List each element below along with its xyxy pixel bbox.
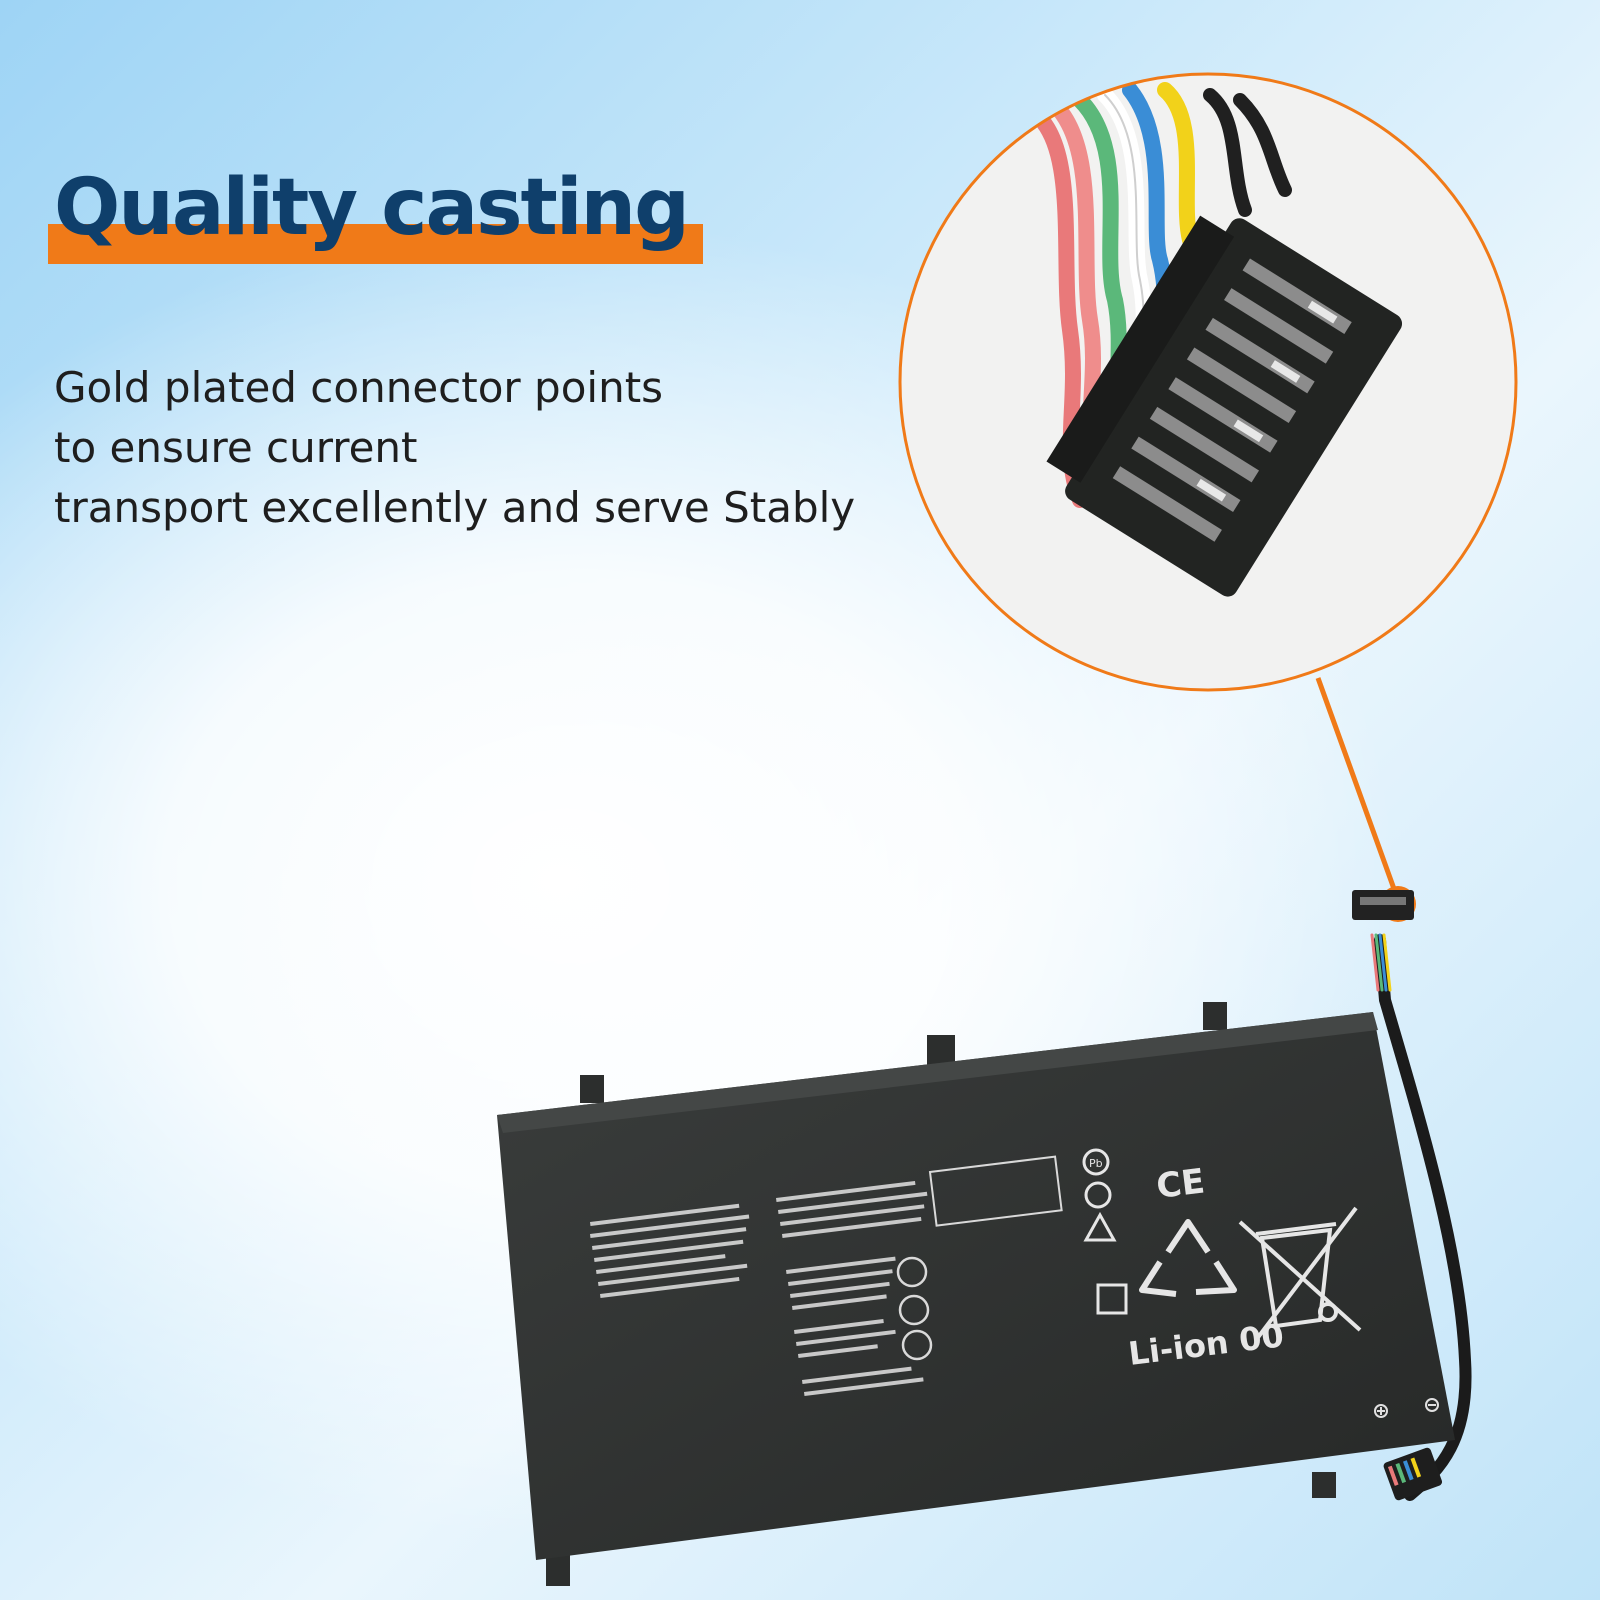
ce-mark: CE <box>1154 1161 1207 1207</box>
headline-underline-bar <box>48 224 703 264</box>
zoom-circle-border <box>898 72 1518 692</box>
wire-white-edge <box>1104 94 1151 401</box>
wire-black-2 <box>1233 93 1292 197</box>
battery-body <box>497 1012 1455 1560</box>
s-mark-icon <box>1084 1181 1112 1209</box>
cable-exit <box>1383 1447 1443 1501</box>
wire-red-2 <box>1047 97 1108 478</box>
crossed-bin-icon <box>1238 1206 1362 1342</box>
li-ion-marking: Li-ion 00 <box>1126 1316 1286 1373</box>
feature-description: Gold plated connector points to ensure c… <box>54 358 855 538</box>
grid-mark-icon <box>1096 1283 1128 1315</box>
wire-green <box>1072 92 1133 448</box>
prohibition-icons <box>896 1256 933 1361</box>
battery-fine-print <box>590 1180 928 1396</box>
connector-housing <box>1065 218 1403 597</box>
terminal-markers <box>1374 1398 1439 1418</box>
wire-blue <box>1122 82 1178 368</box>
battery-cable <box>1370 933 1472 1501</box>
headline-title: Quality casting <box>54 163 690 253</box>
description-line-2: to ensure current <box>54 423 418 472</box>
wire-red-1 <box>1022 102 1088 508</box>
callout-line <box>1315 677 1401 901</box>
wire-white <box>1097 87 1158 408</box>
description-line-3: transport excellently and serve Stably <box>54 483 856 532</box>
pb-free-icon <box>1082 1148 1110 1176</box>
callout-dot <box>1380 886 1416 922</box>
recycle-icon <box>1139 1219 1237 1297</box>
wire-black-1 <box>1203 88 1252 217</box>
cable-connector <box>1352 890 1414 920</box>
certification-marks <box>1082 1148 1128 1315</box>
wire-yellow <box>1157 82 1213 328</box>
battery-pack: CE Pb Li-ion 00 <box>497 1002 1455 1586</box>
connector-zoom-circle <box>898 72 1518 692</box>
warning-box <box>928 1155 1063 1227</box>
pb-mark: Pb <box>1089 1157 1103 1170</box>
warning-triangle-icon <box>1083 1211 1117 1242</box>
headline-block: Quality casting <box>48 160 708 270</box>
description-line-1: Gold plated connector points <box>54 363 664 412</box>
